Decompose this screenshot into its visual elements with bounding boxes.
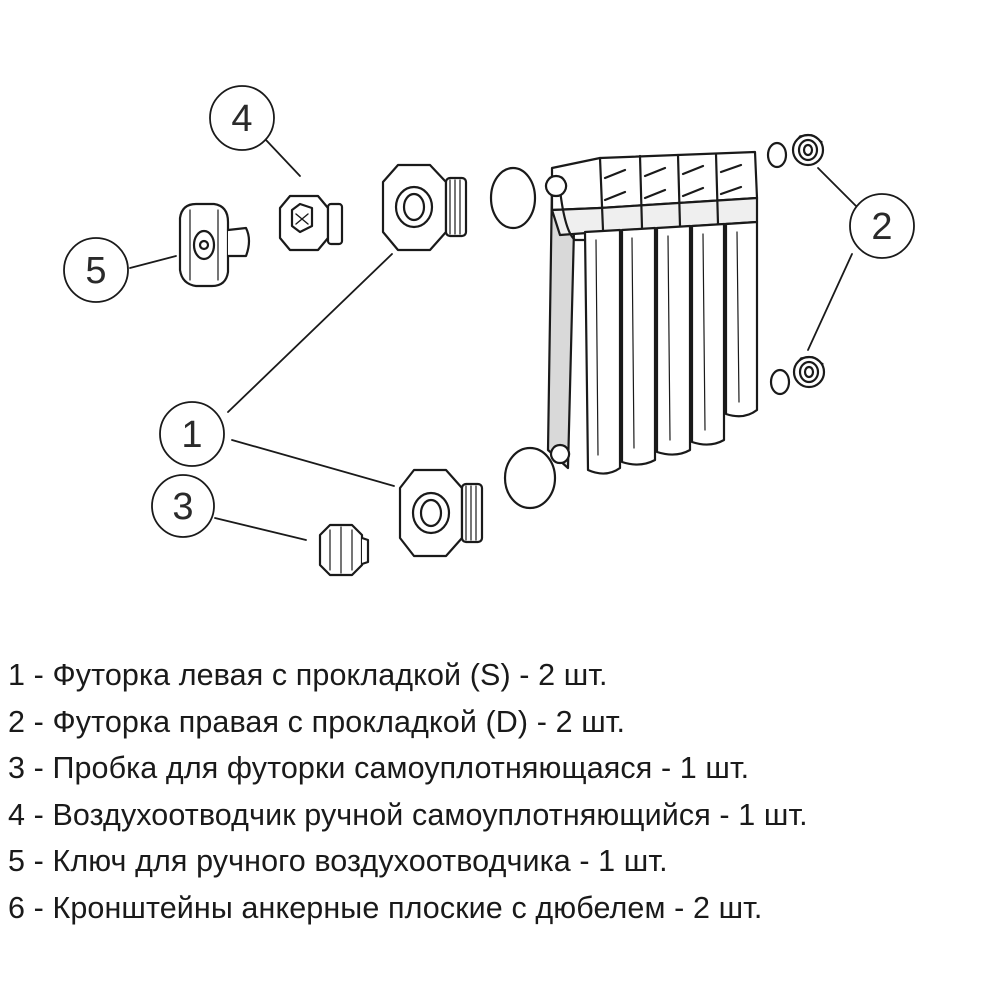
legend-item-6: 6 - Кронштейны анкерные плоские с дюбеле… bbox=[8, 890, 763, 925]
callout-label-2: 2 bbox=[871, 206, 892, 248]
callout-circles bbox=[63, 85, 915, 538]
gasket-ring-upper bbox=[489, 166, 537, 230]
manual-air-vent bbox=[278, 194, 344, 252]
radiator bbox=[544, 150, 759, 475]
legend-item-3: 3 - Пробка для футорки самоуплотняющаяся… bbox=[8, 751, 750, 785]
legend-item-5: 5 - Ключ для ручного воздухоотводчика - … bbox=[8, 844, 668, 878]
gasket-ring-lower bbox=[503, 446, 557, 510]
callout-circle-1 bbox=[159, 401, 225, 467]
callout-circle-5 bbox=[63, 237, 129, 303]
right-bushing-upper bbox=[766, 133, 825, 169]
radiator-sections bbox=[583, 220, 759, 475]
callout-circle-2 bbox=[849, 193, 915, 259]
callout-label-5: 5 bbox=[85, 250, 106, 292]
callout-circle-3 bbox=[151, 474, 215, 538]
left-bushing-lower bbox=[398, 468, 484, 558]
legend-item-1: 1 - Футорка левая с прокладкой (S) - 2 ш… bbox=[8, 658, 608, 692]
exploded-view-diagram: 1 2 3 4 5 bbox=[63, 85, 915, 577]
parts-legend: 1 - Футорка левая с прокладкой (S) - 2 ш… bbox=[8, 652, 998, 931]
callout-label-3: 3 bbox=[172, 486, 193, 528]
callout-label-1: 1 bbox=[181, 414, 202, 456]
legend-item-4: 4 - Воздухоотводчик ручной самоуплотняющ… bbox=[8, 797, 808, 832]
callout-circle-4 bbox=[209, 85, 275, 151]
legend-item-2: 2 - Футорка правая с прокладкой (D) - 2 … bbox=[8, 704, 626, 739]
leader-lines bbox=[129, 139, 859, 541]
left-bushing-upper bbox=[381, 163, 468, 252]
callout-label-4: 4 bbox=[231, 98, 252, 140]
bushing-plug bbox=[318, 523, 370, 577]
air-vent-key bbox=[178, 202, 251, 288]
right-bushing-lower bbox=[769, 355, 826, 396]
